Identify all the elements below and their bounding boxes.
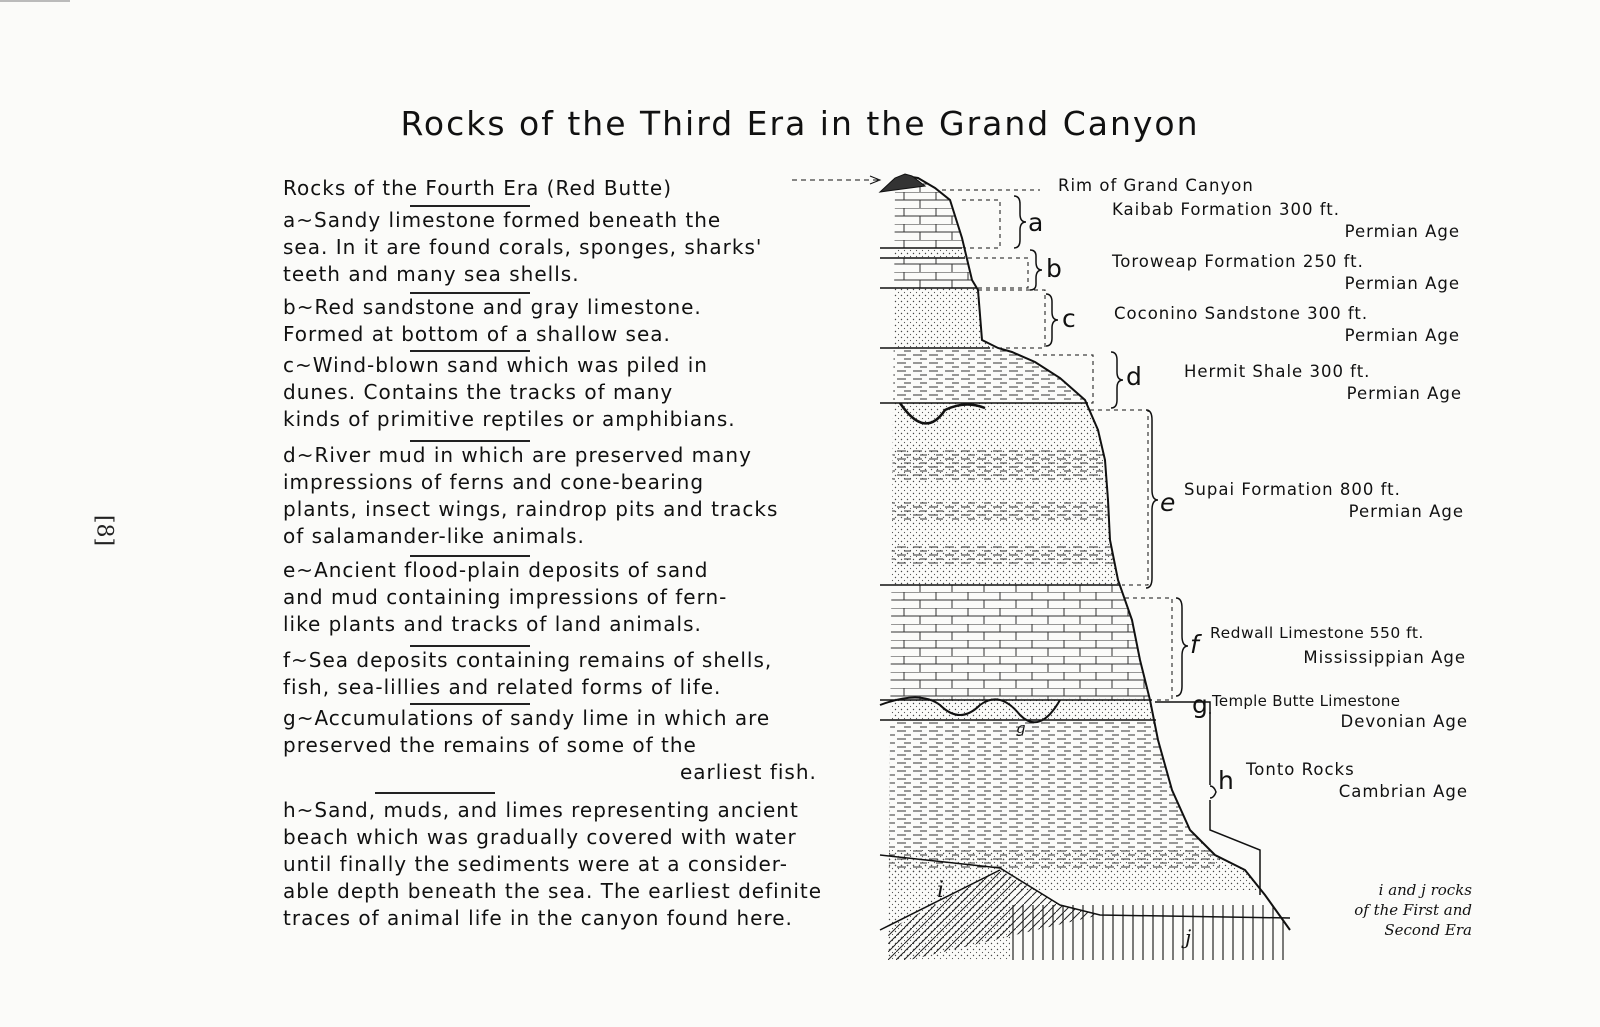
formation-age-temple-butte: Devonian Age — [1340, 712, 1468, 731]
layer-letter-a: a — [1028, 208, 1044, 237]
formation-age-kaibab: Permian Age — [1344, 222, 1460, 241]
separator-rule — [410, 350, 530, 352]
rim-label: Rim of Grand Canyon — [1058, 176, 1254, 195]
formation-name-temple-butte: Temple Butte Limestone — [1212, 692, 1401, 710]
description-d: d~River mud in which are preserved many … — [283, 443, 779, 548]
formation-name-toroweap: Toroweap Formation 250 ft. — [1112, 252, 1364, 271]
formation-name-tonto: Tonto Rocks — [1246, 760, 1355, 779]
description-c: c~Wind-blown sand which was piled in dun… — [283, 353, 736, 431]
description-g: g~Accumulations of sandy lime in which a… — [283, 706, 771, 757]
scan-edge-mark — [0, 0, 70, 2]
separator-rule — [410, 645, 530, 647]
formation-name-hermit: Hermit Shale 300 ft. — [1184, 362, 1371, 381]
formation-age-redwall: Mississippian Age — [1303, 648, 1466, 667]
separator-rule — [410, 292, 530, 294]
layer-letter-f: f — [1190, 630, 1199, 659]
layer-letter-b: b — [1046, 254, 1062, 283]
cross-section-letter-j: j — [1185, 925, 1192, 949]
description-g-end: earliest fish. — [680, 760, 817, 784]
formation-name-coconino: Coconino Sandstone 300 ft. — [1114, 304, 1369, 323]
description-a: a~Sandy limestone formed beneath the sea… — [283, 208, 763, 286]
formation-age-supai: Permian Age — [1348, 502, 1464, 521]
layer-letter-d: d — [1126, 362, 1142, 391]
formation-age-toroweap: Permian Age — [1344, 274, 1460, 293]
layer-letter-g: g — [1192, 690, 1208, 719]
description-e: e~Ancient flood-plain deposits of sand a… — [283, 558, 728, 636]
layer-letter-h: h — [1218, 766, 1234, 795]
formation-age-tonto: Cambrian Age — [1338, 782, 1468, 801]
description-f: f~Sea deposits containing remains of she… — [283, 648, 773, 699]
separator-rule — [410, 555, 530, 557]
separator-rule — [410, 440, 530, 442]
separator-rule — [375, 792, 495, 794]
fourth-era-label: Rocks of the Fourth Era (Red Butte) — [283, 176, 673, 200]
layer-letter-c: c — [1062, 304, 1076, 333]
separator-rule — [410, 205, 530, 207]
formation-name-kaibab: Kaibab Formation 300 ft. — [1112, 200, 1341, 219]
formation-name-redwall: Redwall Limestone 550 ft. — [1210, 624, 1424, 642]
description-h: h~Sand, muds, and limes representing anc… — [283, 798, 823, 930]
cross-section-letter-i: i — [937, 878, 945, 903]
page-title: Rocks of the Third Era in the Grand Cany… — [400, 104, 1200, 143]
formation-age-hermit: Permian Age — [1346, 384, 1462, 403]
formation-age-coconino: Permian Age — [1344, 326, 1460, 345]
cross-section-letter-g: g — [1016, 719, 1026, 737]
layer-letter-e: e — [1160, 488, 1176, 517]
first-second-era-note: i and j rocks of the First and Second Er… — [1354, 881, 1472, 939]
separator-rule — [410, 703, 530, 705]
description-b: b~Red sandstone and gray limestone. Form… — [283, 295, 702, 346]
formation-name-supai: Supai Formation 800 ft. — [1184, 480, 1401, 499]
